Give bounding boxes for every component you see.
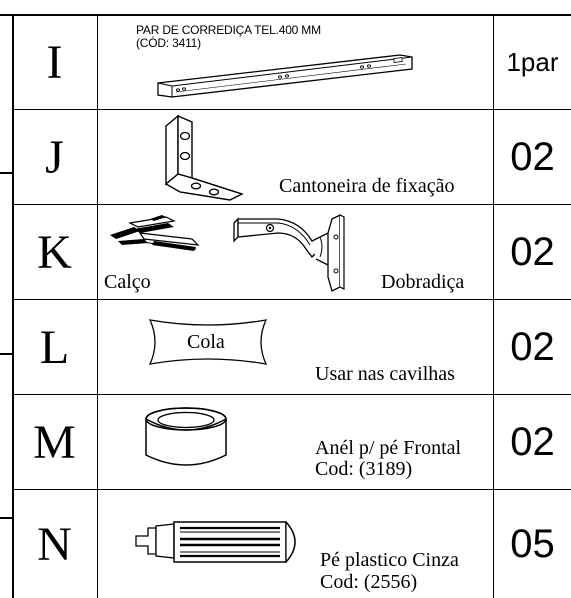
quantity-value: 02 bbox=[510, 229, 555, 274]
part-picture: PAR DE CORREDIÇA TEL.400 MM (CÓD: 3411) bbox=[98, 15, 494, 110]
angle-bracket-icon bbox=[164, 114, 244, 201]
part-row-n: N Pé plastico Cinza Cod: (2556) 05 bbox=[12, 490, 571, 598]
part-letter: M bbox=[12, 395, 98, 490]
part-picture: Pé plastico Cinza Cod: (2556) bbox=[98, 490, 494, 598]
part-row-m: M Anél p/ pé Frontal Cod: (3189) 02 bbox=[12, 395, 571, 490]
edge-tick-3 bbox=[0, 517, 12, 519]
part-label: Pé plastico Cinza bbox=[320, 549, 459, 571]
hinge-icon bbox=[233, 213, 345, 292]
part-letter: I bbox=[12, 15, 98, 110]
part-letter: J bbox=[12, 110, 98, 205]
part-quantity: 02 bbox=[494, 110, 571, 205]
plastic-foot-icon bbox=[135, 521, 296, 563]
part-quantity: 02 bbox=[494, 300, 571, 395]
part-quantity: 1par bbox=[494, 15, 571, 110]
part-label: Anél p/ pé Frontal bbox=[315, 437, 462, 459]
part-title: PAR DE CORREDIÇA TEL.400 MM bbox=[136, 23, 321, 37]
quantity-value: 02 bbox=[510, 134, 555, 179]
part-code: (CÓD: 3411) bbox=[136, 36, 201, 50]
drawer-slide-icon bbox=[157, 54, 413, 98]
glue-badge-icon bbox=[148, 319, 268, 365]
part-letter: N bbox=[12, 490, 98, 598]
quantity-value: 05 bbox=[510, 521, 555, 566]
part-code: Cod: (3189) bbox=[315, 458, 413, 480]
ring-icon bbox=[145, 407, 227, 466]
quantity-value: 02 bbox=[510, 324, 555, 369]
part-row-j: J Cantoneira de fixação 02 bbox=[12, 110, 571, 205]
quantity-value: 02 bbox=[510, 419, 555, 464]
top-border bbox=[0, 14, 571, 16]
part-row-k: K bbox=[12, 205, 571, 300]
part-picture: Anél p/ pé Frontal Cod: (3189) bbox=[98, 395, 494, 490]
part-row-i: I PAR DE CORREDIÇA TEL.400 MM (CÓD: 3411… bbox=[12, 15, 571, 110]
part-label-left: Calço bbox=[104, 271, 151, 293]
spacer-clip-icon bbox=[110, 215, 200, 251]
edge-tick-2 bbox=[0, 353, 12, 355]
part-quantity: 05 bbox=[494, 490, 571, 598]
part-picture: Calço Dobradiça bbox=[98, 205, 494, 300]
left-border bbox=[12, 14, 14, 598]
part-label-right: Dobradiça bbox=[381, 271, 465, 293]
part-row-l: L Cola Usar nas cavilhas 02 bbox=[12, 300, 571, 395]
part-letter: K bbox=[12, 205, 98, 300]
part-picture: Cantoneira de fixação bbox=[98, 110, 494, 205]
part-code: Cod: (2556) bbox=[320, 571, 418, 593]
part-quantity: 02 bbox=[494, 395, 571, 490]
part-picture: Cola Usar nas cavilhas bbox=[98, 300, 494, 395]
part-letter: L bbox=[12, 300, 98, 395]
part-quantity: 02 bbox=[494, 205, 571, 300]
edge-tick-1 bbox=[0, 172, 12, 174]
part-label: Cantoneira de fixação bbox=[279, 175, 455, 197]
glue-text: Cola bbox=[187, 331, 225, 353]
quantity-value: 1par bbox=[506, 46, 559, 77]
part-label: Usar nas cavilhas bbox=[315, 363, 455, 385]
